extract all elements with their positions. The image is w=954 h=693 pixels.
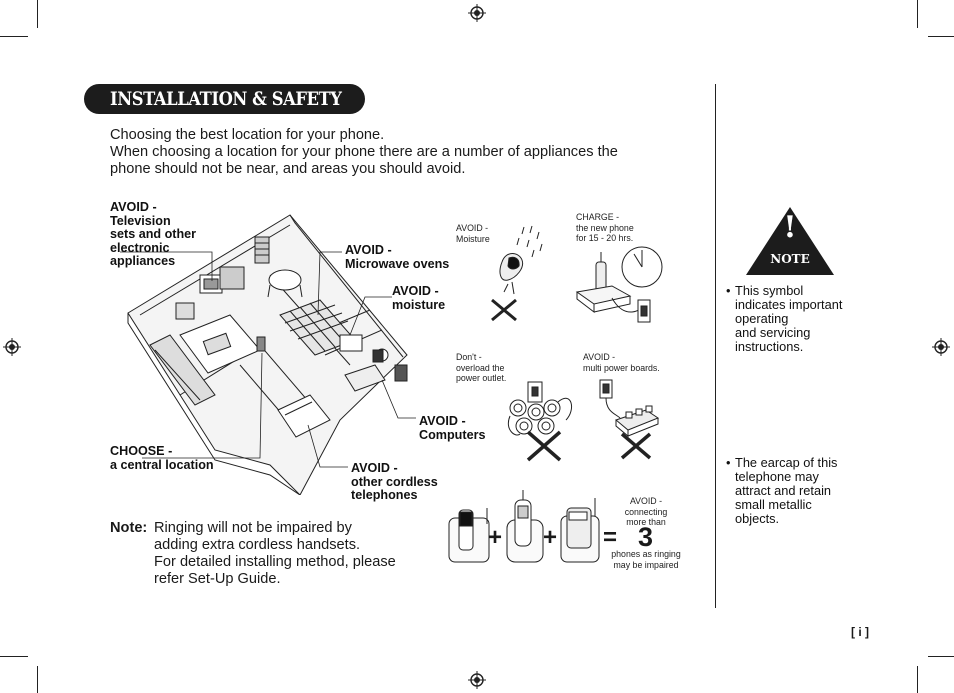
- crop-mark: [928, 656, 954, 657]
- label-line: AVOID -: [629, 496, 663, 506]
- label-line: more than: [626, 517, 666, 528]
- bullet: •: [726, 283, 731, 298]
- label-avoid-computers: AVOID - Computers: [419, 414, 486, 442]
- label-line: AVOID -: [351, 461, 398, 475]
- label-small-moisture: AVOID - Moisture: [456, 223, 490, 244]
- label-line: Microwave ovens: [345, 256, 450, 271]
- label-line: a central location: [110, 457, 214, 472]
- crop-mark: [928, 36, 954, 37]
- handsets-illustration: [448, 490, 600, 563]
- earcap-note: • The earcap of this telephone may attrac…: [726, 456, 837, 526]
- label-choose-central: CHOOSE - a central location: [110, 444, 214, 472]
- crop-mark: [917, 0, 918, 28]
- title-banner: [84, 84, 365, 114]
- label-line: power outlet.: [456, 373, 507, 384]
- label-line: Don't -: [456, 352, 482, 362]
- label-avoid-moisture: AVOID - moisture: [392, 284, 446, 312]
- crop-mark: [917, 666, 918, 693]
- note-label: Note:: [110, 520, 148, 536]
- label-small-boards: AVOID - multi power boards.: [583, 352, 660, 373]
- label-line: Moisture: [456, 233, 490, 244]
- column-divider: [715, 84, 716, 608]
- label-line: Computers: [419, 427, 486, 442]
- note-text: telephone may: [735, 469, 819, 484]
- intro-text: Choosing the best location for your phon…: [110, 127, 700, 178]
- intro-line: phone should not be near, and areas you …: [110, 161, 466, 177]
- label-avoid-cordless: AVOID - other cordless telephones: [351, 461, 438, 503]
- page-title: INSTALLATION & SAFETY: [110, 88, 342, 110]
- label-line: multi power boards.: [583, 362, 660, 373]
- page-number: [ i ]: [851, 625, 869, 639]
- phone-count: 3: [638, 522, 654, 552]
- label-avoid-tv: AVOID - Television sets and other electr…: [110, 200, 197, 269]
- label-line: appliances: [110, 254, 176, 268]
- crop-mark: [0, 36, 28, 37]
- label-line: other cordless: [351, 474, 438, 489]
- warning-triangle-icon: [746, 207, 834, 275]
- label-line: electronic: [110, 240, 170, 255]
- note-line: For detailed installing method, please: [154, 554, 396, 570]
- label-line: AVOID -: [419, 414, 466, 428]
- label-small-overload: Don't - overload the power outlet.: [456, 352, 506, 384]
- note-line: refer Set-Up Guide.: [154, 571, 281, 587]
- note-text: operating: [735, 311, 789, 326]
- label-line: sets and other: [110, 227, 197, 241]
- label-avoid-microwave: AVOID - Microwave ovens: [345, 243, 450, 271]
- intro-line: When choosing a location for your phone …: [110, 144, 618, 160]
- label-line: phones as ringing: [611, 549, 681, 559]
- label-line: connecting: [624, 506, 668, 517]
- note-badge-text: NOTE: [770, 252, 810, 266]
- equals-sign: =: [603, 524, 618, 551]
- label-line: CHARGE -: [576, 212, 620, 222]
- registration-mark-icon: [468, 4, 486, 22]
- label-line: for 15 - 20 hrs.: [576, 233, 634, 244]
- bullet: •: [726, 455, 731, 470]
- label-small-charge: CHARGE - the new phone for 15 - 20 hrs.: [576, 212, 634, 244]
- moisture-illustration: [491, 225, 543, 322]
- note-text: objects.: [735, 511, 780, 526]
- label-line: AVOID -: [345, 243, 392, 257]
- note-text: instructions.: [735, 339, 804, 354]
- note-badge-mark: !: [783, 210, 797, 245]
- label-line: AVOID -: [583, 352, 616, 362]
- registration-mark-icon: [3, 338, 21, 356]
- note-text: indicates important: [735, 297, 843, 312]
- label-small-connecting: AVOID - connecting more than: [618, 496, 674, 528]
- label-line: overload the: [456, 362, 505, 373]
- label-line: may be impaired: [613, 559, 679, 570]
- crop-mark: [37, 0, 38, 28]
- registration-mark-icon: [932, 338, 950, 356]
- label-line: moisture: [392, 297, 446, 312]
- note-text: The earcap of this: [735, 455, 838, 470]
- floorplan-illustration: [120, 214, 416, 495]
- label-line: telephones: [351, 488, 418, 502]
- note-text: attract and retain: [735, 483, 832, 498]
- label-line: the new phone: [576, 222, 634, 233]
- note-text: and servicing: [735, 325, 811, 340]
- note-text: This symbol: [735, 283, 804, 298]
- overload-illustration: [507, 381, 573, 462]
- label-line: AVOID -: [392, 284, 439, 298]
- note-text: small metallic: [735, 497, 812, 512]
- plus-sign: +: [488, 524, 503, 551]
- intro-line: Choosing the best location for your phon…: [110, 127, 385, 143]
- crop-mark: [0, 656, 28, 657]
- plus-sign: +: [543, 524, 558, 551]
- label-line: Television: [110, 213, 171, 228]
- label-line: CHOOSE -: [110, 444, 173, 458]
- note-line: adding extra cordless handsets.: [154, 537, 361, 553]
- crop-mark: [37, 666, 38, 693]
- registration-mark-icon: [468, 671, 486, 689]
- label-line: AVOID -: [456, 223, 489, 233]
- label-small-ringing: phones as ringing may be impaired: [606, 549, 686, 570]
- power-board-illustration: [599, 379, 660, 460]
- note-line: Ringing will not be impaired by: [154, 520, 352, 536]
- label-line: AVOID -: [110, 200, 157, 214]
- charge-illustration: [575, 246, 663, 323]
- symbol-note: • This symbol indicates important operati…: [726, 284, 842, 354]
